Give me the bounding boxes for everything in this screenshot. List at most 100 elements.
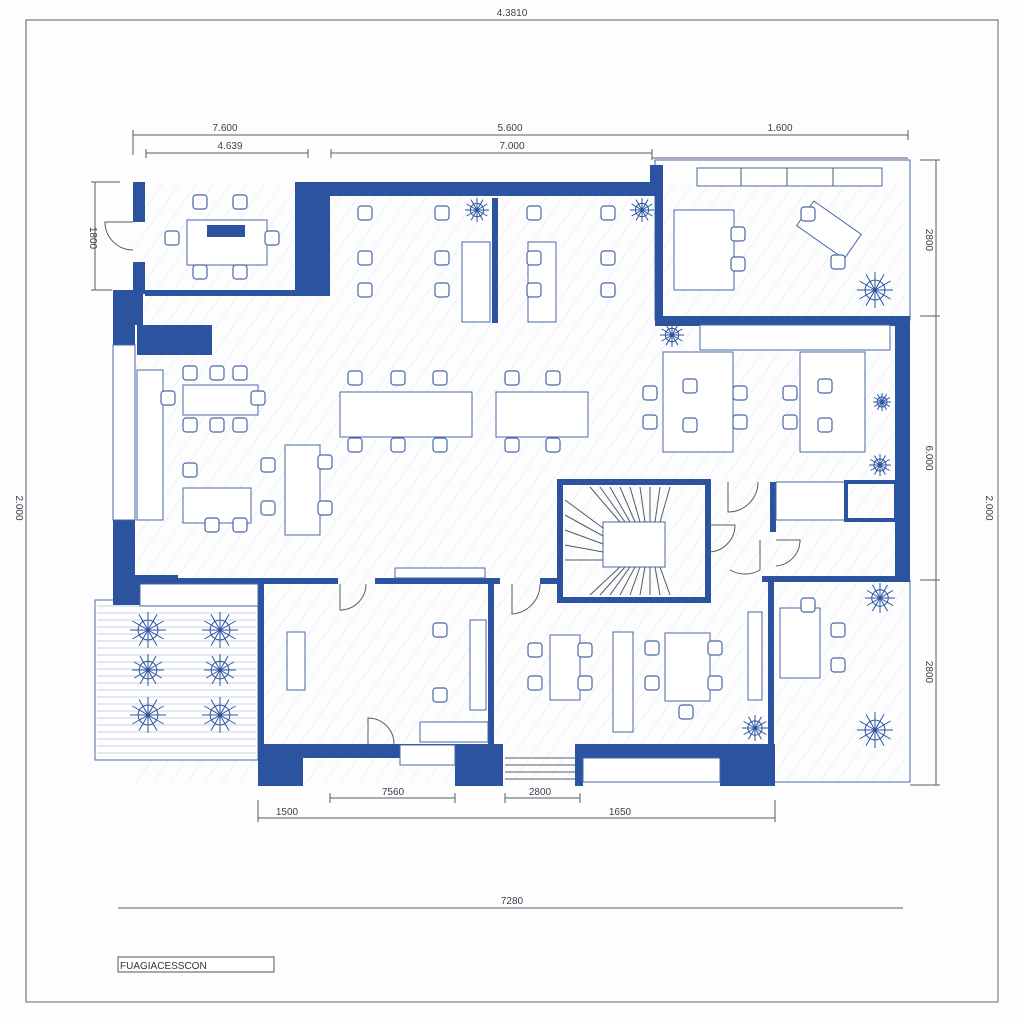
plant-pot xyxy=(747,720,763,736)
dim-top-2: 5.600 xyxy=(497,123,522,134)
leaf xyxy=(210,629,221,646)
leaf xyxy=(147,669,163,679)
leaf xyxy=(132,714,149,725)
leaf xyxy=(879,464,886,475)
leaf xyxy=(874,289,891,300)
chair xyxy=(732,414,748,430)
dim-bottom-4: 1650 xyxy=(609,807,632,818)
plant-icon xyxy=(857,712,893,748)
table xyxy=(461,241,491,323)
chair xyxy=(182,365,198,381)
plant-icon xyxy=(130,612,166,648)
table xyxy=(673,209,735,291)
stair-tread xyxy=(564,529,604,545)
plant-pot xyxy=(210,660,230,680)
leaf xyxy=(211,655,221,671)
leaf xyxy=(132,629,149,640)
chair xyxy=(600,205,616,221)
table xyxy=(284,444,321,536)
dimension-labels: 4.3810 7.600 5.600 1.600 4.639 7.000 180… xyxy=(13,8,994,907)
chair xyxy=(682,378,698,394)
leaf xyxy=(754,727,762,740)
stair-tread xyxy=(609,486,631,523)
table xyxy=(747,611,763,701)
monitor xyxy=(207,225,245,237)
stair-tread xyxy=(564,499,604,529)
stair-tread xyxy=(629,566,641,596)
dim-right-1: 2800 xyxy=(923,229,934,252)
chair xyxy=(432,437,448,453)
table xyxy=(469,619,487,711)
chair xyxy=(357,250,373,266)
dim-top-3: 1.600 xyxy=(767,123,792,134)
chair xyxy=(260,457,276,473)
dim-top-overall: 4.3810 xyxy=(497,8,528,19)
plant-icon xyxy=(630,198,654,222)
leaf xyxy=(476,199,484,211)
stair-tread xyxy=(564,544,604,553)
chair xyxy=(800,206,816,222)
leaf xyxy=(865,714,876,731)
leaf xyxy=(631,203,643,211)
leaf xyxy=(147,655,157,671)
chair xyxy=(432,370,448,386)
furniture xyxy=(139,200,891,766)
leaf xyxy=(138,714,149,731)
plant-icon xyxy=(202,697,238,733)
chair xyxy=(545,370,561,386)
stair-tread xyxy=(619,486,636,523)
plant-icon xyxy=(132,654,164,686)
chair xyxy=(432,687,448,703)
leaf xyxy=(211,669,221,685)
plant-pot xyxy=(864,719,886,741)
chair xyxy=(390,437,406,453)
chair xyxy=(232,264,248,280)
leaf xyxy=(205,669,221,679)
chair xyxy=(682,417,698,433)
leaf xyxy=(671,324,679,336)
chair xyxy=(209,365,225,381)
chair xyxy=(317,454,333,470)
leaf xyxy=(635,209,643,221)
leaf xyxy=(466,203,478,211)
leaf xyxy=(219,614,230,631)
plant-pot xyxy=(634,202,650,218)
leaf xyxy=(879,464,890,471)
leaf xyxy=(476,209,488,217)
chair xyxy=(782,385,798,401)
leaf xyxy=(139,655,149,671)
stair-tread xyxy=(589,566,621,596)
plant-icon xyxy=(465,198,489,222)
chair xyxy=(434,282,450,298)
leaf xyxy=(147,669,157,685)
stair-tread xyxy=(609,566,631,596)
chair xyxy=(527,675,543,691)
terrace xyxy=(94,599,259,761)
chair xyxy=(577,675,593,691)
stair-tread xyxy=(659,566,671,596)
dim-right-2: 6.000 xyxy=(923,445,934,470)
plant-icon xyxy=(873,393,891,411)
leaf xyxy=(641,199,649,211)
plant-pot xyxy=(209,704,231,726)
chair xyxy=(434,250,450,266)
dim-bottom-2: 2800 xyxy=(529,787,552,798)
table xyxy=(799,351,866,453)
leaf xyxy=(133,661,149,671)
leaf xyxy=(874,714,885,731)
table xyxy=(399,744,456,766)
leaf xyxy=(147,629,164,640)
leaf xyxy=(204,705,221,716)
title-block xyxy=(117,956,275,973)
chair xyxy=(232,417,248,433)
leaf xyxy=(210,614,221,631)
stair-tread xyxy=(654,486,661,523)
leaf xyxy=(866,597,881,606)
leaf xyxy=(138,629,149,646)
leaf xyxy=(754,716,762,729)
chair xyxy=(504,437,520,453)
chair xyxy=(347,437,363,453)
leaf xyxy=(661,334,673,342)
chair xyxy=(642,414,658,430)
chair xyxy=(504,370,520,386)
